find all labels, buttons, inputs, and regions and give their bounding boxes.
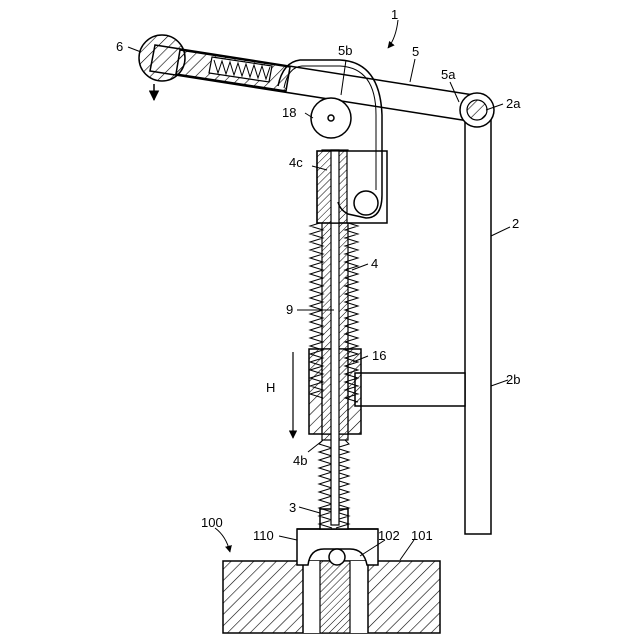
label-2a: 2a xyxy=(506,96,521,111)
label-100: 100 xyxy=(201,515,223,530)
label-4b: 4b xyxy=(293,453,307,468)
label-5b: 5b xyxy=(338,43,352,58)
label-101: 101 xyxy=(411,528,433,543)
label-4c: 4c xyxy=(289,155,303,170)
label-4: 4 xyxy=(371,256,378,271)
label-1: 1 xyxy=(391,7,398,22)
label-6: 6 xyxy=(116,39,123,54)
leader-arrow-100 xyxy=(215,528,230,552)
label-102: 102 xyxy=(378,528,400,543)
label-18: 18 xyxy=(282,105,296,120)
leader-arrow-1 xyxy=(388,20,398,48)
label-2b: 2b xyxy=(506,372,520,387)
label-H: H xyxy=(266,380,275,395)
label-16: 16 xyxy=(372,348,386,363)
label-5a: 5a xyxy=(441,67,456,82)
punch-head xyxy=(297,529,378,565)
label-9: 9 xyxy=(286,302,293,317)
label-5: 5 xyxy=(412,44,419,59)
base-block xyxy=(223,561,440,633)
roller xyxy=(311,98,351,138)
label-3: 3 xyxy=(289,500,296,515)
label-2: 2 xyxy=(512,216,519,231)
label-110: 110 xyxy=(253,528,274,543)
